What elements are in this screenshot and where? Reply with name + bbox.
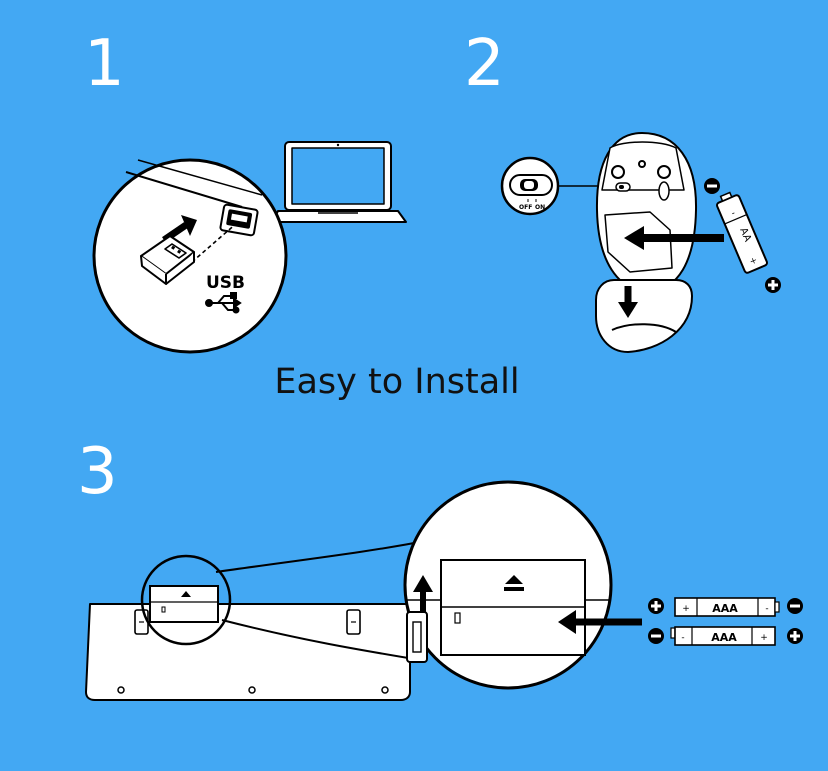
power-switch-zoom: OFF ON [500,156,620,216]
negative-terminal-icon [787,598,803,614]
aaa-top-plus: + [682,604,690,614]
headline: Easy to Install [274,362,520,402]
keyboard-underside [85,603,411,701]
positive-terminal-icon [648,598,664,614]
positive-terminal-icon [765,277,781,293]
aa-battery: AA - + [704,178,781,293]
usb-receiver [140,235,195,285]
aaa-bottom-label: AAA [711,631,737,644]
aaa-bottom-plus: + [760,633,768,643]
battery-cover [595,279,694,354]
aaa-battery-top: + AAA - [648,597,803,617]
switch-off-label: OFF [519,204,532,211]
step-3-number: 3 [77,435,118,509]
laptop-illustration [271,141,407,223]
usb-label: USB [206,273,245,293]
step-1-number: 1 [84,27,125,101]
aa-battery-plus: + [748,256,759,268]
keyboard-large-zoom-circle [403,480,642,690]
usb-port [219,203,259,237]
cover-remove-arrow-icon [618,286,638,318]
aaa-battery-bottom: - AAA + [648,626,803,646]
aa-battery-minus: - [730,209,737,219]
aaa-top-label: AAA [712,602,738,615]
negative-terminal-icon [704,178,720,194]
keyboard-small-zoom-circle [140,554,232,646]
positive-terminal-icon [787,628,803,644]
keyboard-battery-insert-arrow-icon [558,610,642,634]
aaa-top-minus: - [765,604,768,614]
aaa-bottom-minus: - [681,633,684,643]
usb-symbol-icon [205,292,242,314]
negative-terminal-icon [648,628,664,644]
aa-battery-label: AA [737,226,753,243]
lift-cover-arrow-icon [413,575,433,612]
usb-zoom-circle: USB [92,158,288,354]
step-2-number: 2 [464,27,505,101]
battery-insert-arrow-icon [624,226,724,250]
mouse-underside [595,132,698,293]
switch-on-label: ON [535,204,545,211]
